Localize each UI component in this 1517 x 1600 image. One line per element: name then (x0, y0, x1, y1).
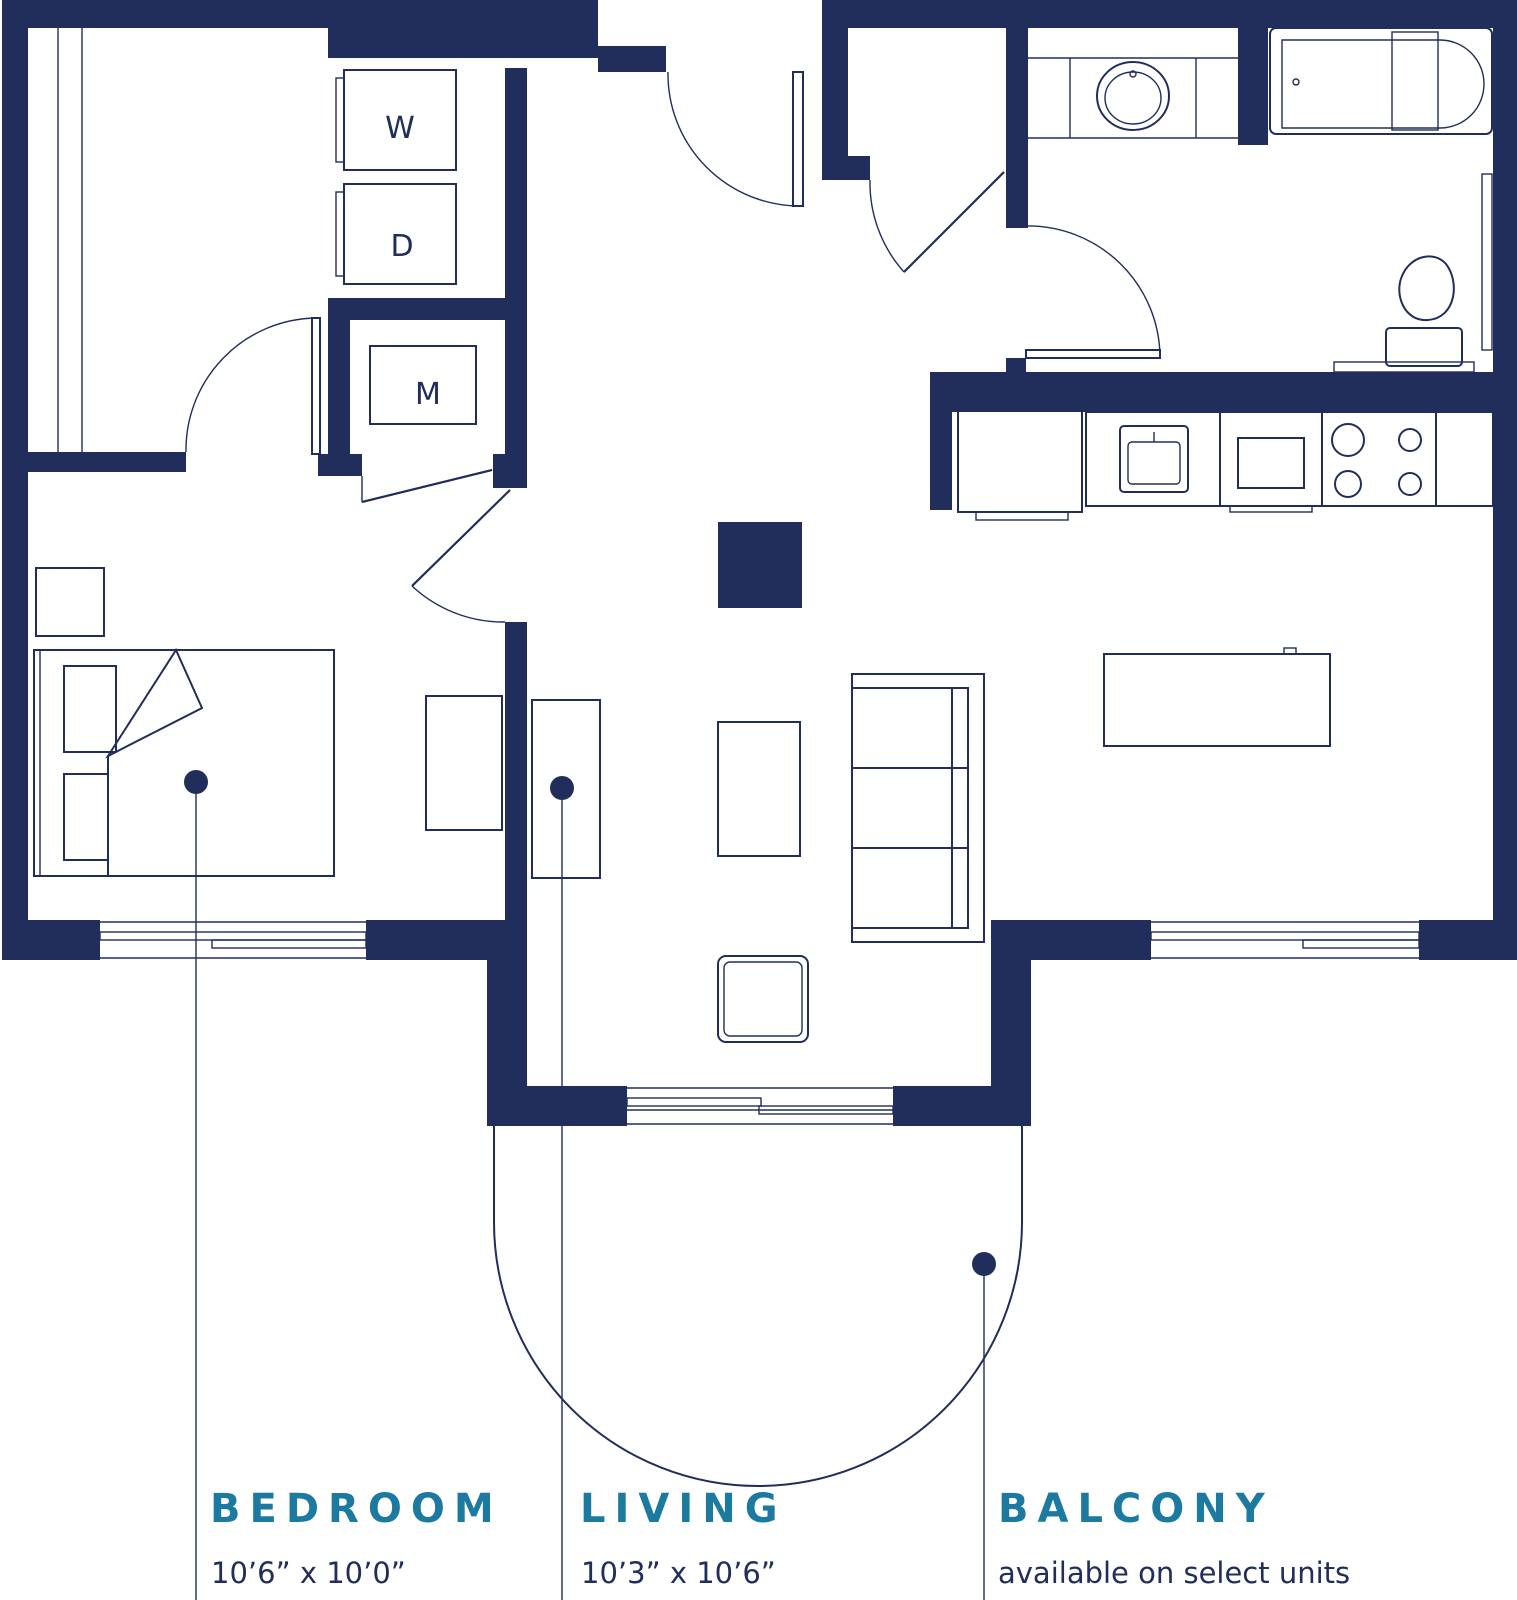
bathroom-vanity (1028, 57, 1238, 139)
bathtub-icon (1269, 27, 1493, 135)
kitchen-sink-icon (1119, 425, 1189, 493)
cooktop-icon (1331, 423, 1422, 498)
sliding-door (626, 1087, 894, 1125)
sofa (851, 673, 985, 943)
coffee-table (717, 721, 801, 857)
balcony-marker (972, 1252, 996, 1600)
closet-door (869, 171, 1005, 273)
bedroom-name: BEDROOM (210, 1486, 503, 1532)
oven-icon (1229, 437, 1313, 513)
kitchen-island (1103, 647, 1331, 747)
balcony-note: available on select units (998, 1556, 1351, 1590)
armchair (717, 955, 809, 1043)
dresser (425, 695, 503, 831)
dryer: D (335, 183, 457, 285)
washer-label: W (385, 111, 415, 146)
balcony-outline (493, 1126, 1023, 1487)
living-dimensions: 10’3” x 10’6” (581, 1556, 776, 1590)
refrigerator-icon (957, 397, 1083, 521)
dryer-label: D (390, 229, 413, 264)
mechanical-unit: M (369, 345, 477, 425)
windows (99, 921, 1420, 1125)
walls (2, 0, 1517, 1126)
entry-door (667, 71, 804, 207)
nightstand (35, 567, 105, 637)
bathroom-sink-icon (1096, 61, 1170, 131)
mechanical-label: M (415, 377, 441, 412)
closet-shelf (57, 28, 83, 452)
bedroom-door (411, 489, 511, 623)
living-name: LIVING (580, 1486, 787, 1532)
mechanical-door (361, 469, 493, 503)
bathroom-door (1025, 225, 1161, 359)
living-window (1150, 921, 1420, 959)
bedroom-window (99, 921, 367, 959)
bedroom-dimensions: 10’6” x 10’0” (211, 1556, 406, 1590)
balcony-name: BALCONY (998, 1486, 1274, 1532)
doors (185, 71, 1161, 623)
washer: W (335, 69, 457, 171)
toilet-icon (1333, 173, 1493, 373)
bedroom-closet-door (185, 317, 321, 455)
living-marker (550, 776, 574, 1600)
media-console (531, 699, 601, 879)
bedroom-marker (184, 770, 208, 1600)
bed (33, 647, 335, 877)
